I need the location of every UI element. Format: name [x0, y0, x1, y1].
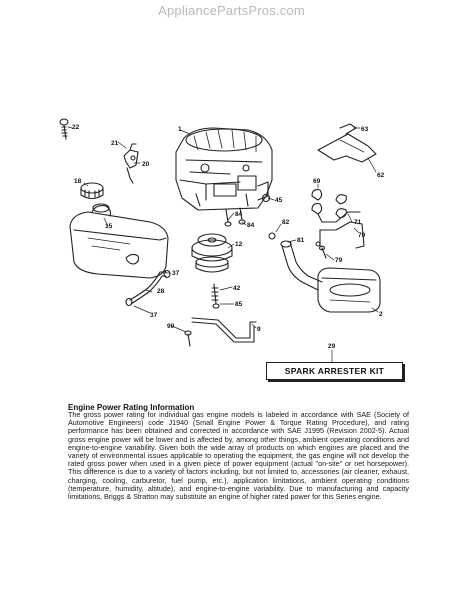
site-watermark: AppliancePartsPros.com — [158, 3, 305, 18]
part-20-bracket-drawing — [123, 143, 139, 184]
part-85-bolt-drawing — [211, 283, 220, 309]
part-label: 22 — [72, 124, 80, 131]
spark-arrester-kit-box: SPARK ARRESTER KIT — [266, 362, 403, 380]
part-label: 45 — [275, 197, 283, 204]
part-18-fuel-cap-drawing — [80, 182, 104, 200]
part-label: 81 — [297, 237, 305, 244]
part-label: 84 — [247, 222, 255, 229]
part-79-screw-drawing — [318, 245, 327, 259]
part-label: 62 — [377, 172, 385, 179]
part-label: 69 — [313, 178, 321, 185]
part-label: 29 — [328, 343, 336, 350]
part-label: 37 — [172, 270, 180, 277]
part-label: 12 — [235, 241, 243, 248]
part-1-engine-drawing — [175, 127, 273, 211]
part-22-bolt-drawing — [59, 118, 69, 140]
part-15-fuel-tank-drawing — [69, 203, 169, 279]
part-label: 37 — [150, 312, 158, 319]
part-label: 79 — [335, 257, 343, 264]
part-70-brackets-drawing — [311, 189, 365, 249]
note-body: The gross power rating for individual ga… — [68, 410, 409, 502]
note-title: Engine Power Rating Information — [68, 403, 195, 412]
part-81-exhaust-pipe-drawing — [268, 232, 323, 291]
part-label: 71 — [354, 219, 362, 226]
part-label: 63 — [361, 126, 369, 133]
part-label: 15 — [105, 223, 113, 230]
leader-lines — [67, 126, 379, 363]
part-label: 42 — [233, 285, 241, 292]
part-label: 20 — [142, 161, 150, 168]
part-label: 18 — [74, 178, 82, 185]
part-label: 70 — [358, 232, 366, 239]
part-label: 2 — [379, 311, 383, 318]
part-label: 9 — [257, 326, 261, 333]
part-label: 28 — [157, 288, 165, 295]
part-12-pulley-drawing — [191, 233, 233, 273]
part-label: 21 — [111, 140, 119, 147]
part-label: 82 — [282, 219, 290, 226]
part-62-heat-shield-drawing — [317, 123, 377, 163]
part-label: 90 — [167, 323, 175, 330]
part-label: 85 — [235, 301, 243, 308]
part-2-muffler-drawing — [317, 267, 381, 313]
part-label: 84 — [235, 211, 243, 218]
part-label: 1 — [178, 126, 182, 133]
part-9-rod-drawing — [184, 317, 257, 347]
